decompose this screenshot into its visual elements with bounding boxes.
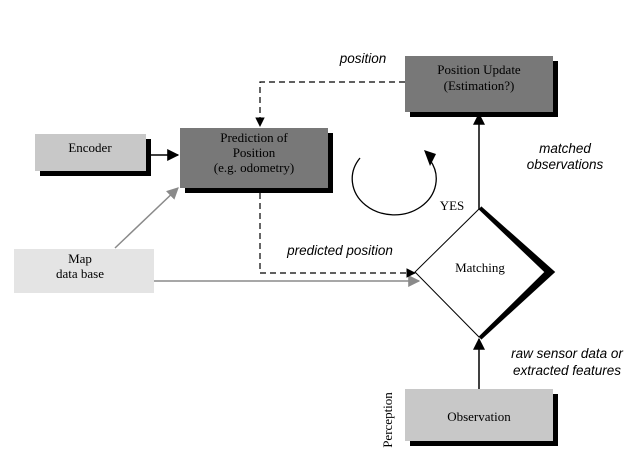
matched-label-line1: matched — [539, 141, 591, 156]
raw-sensor-label-line2: extracted features — [513, 363, 621, 378]
map-database-line2: data base — [56, 266, 104, 281]
prediction-box: Prediction of Position (e.g. odometry) — [180, 128, 333, 193]
predicted-position-label: predicted position — [286, 243, 393, 258]
map-database-line1: Map — [68, 251, 92, 266]
prediction-label-line3: (e.g. odometry) — [214, 160, 295, 175]
observation-box: Observation — [405, 389, 558, 446]
encoder-box: Encoder — [35, 134, 151, 176]
position-update-box: Position Update (Estimation?) — [405, 56, 558, 117]
position-feedback-arrow — [255, 81, 405, 127]
map-database-box: Map data base — [14, 249, 154, 293]
prediction-label-line1: Prediction of — [220, 130, 288, 145]
encoder-label: Encoder — [68, 140, 112, 155]
raw-sensor-label-line1: raw sensor data or — [511, 346, 623, 361]
map-to-prediction-arrow — [114, 187, 179, 249]
perception-label: Perception — [380, 392, 395, 448]
matching-diamond: Matching — [414, 206, 556, 340]
prediction-label-line2: Position — [233, 145, 276, 160]
matched-label-line2: observations — [527, 157, 604, 172]
cycle-loop-icon — [351, 150, 437, 216]
yes-label: YES — [440, 198, 465, 213]
position-update-line2: (Estimation?) — [444, 78, 515, 93]
matching-label: Matching — [455, 260, 505, 275]
position-update-line1: Position Update — [437, 62, 521, 77]
predicted-position-arrow — [259, 193, 416, 278]
observation-label: Observation — [447, 409, 511, 424]
position-label: position — [339, 51, 387, 66]
